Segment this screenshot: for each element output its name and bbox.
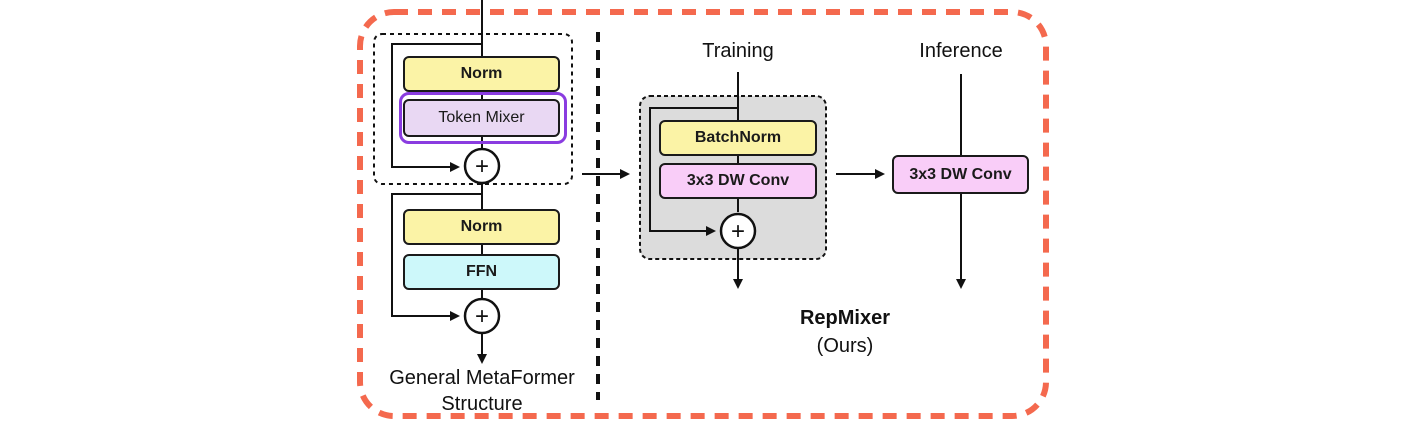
norm-block-1: Norm (403, 56, 560, 92)
norm-block-2: Norm (403, 209, 560, 245)
add-symbol-2: + (475, 303, 489, 330)
repmixer-title: RepMixer (799, 307, 891, 329)
repmixer-subtitle: (Ours) (816, 335, 874, 357)
batchnorm-block: BatchNorm (659, 120, 817, 156)
skip-connection-1 (391, 43, 482, 172)
training-add-symbol: + (731, 218, 745, 245)
skip-connection-2 (391, 193, 482, 321)
inference-conv-block: 3x3 DW Conv (892, 155, 1029, 194)
training-conv-block: 3x3 DW Conv (659, 163, 817, 199)
add-symbol-1: + (475, 153, 489, 180)
add-node-1 (463, 147, 501, 185)
ffn-block: FFN (403, 254, 560, 290)
training-skip-connection (649, 107, 738, 236)
training-add-node (719, 212, 757, 250)
token-mixer-group-box (373, 33, 573, 185)
token-mixer-highlight (399, 92, 567, 144)
token-mixer-block: Token Mixer (403, 99, 560, 137)
add-node-2 (463, 297, 501, 335)
outer-dashed-border (357, 9, 1049, 419)
metaformer-caption-line2: Structure (441, 393, 523, 415)
inference-title: Inference (919, 40, 1003, 62)
training-title: Training (702, 40, 774, 62)
metaformer-caption-line1: General MetaFormer (389, 367, 575, 389)
